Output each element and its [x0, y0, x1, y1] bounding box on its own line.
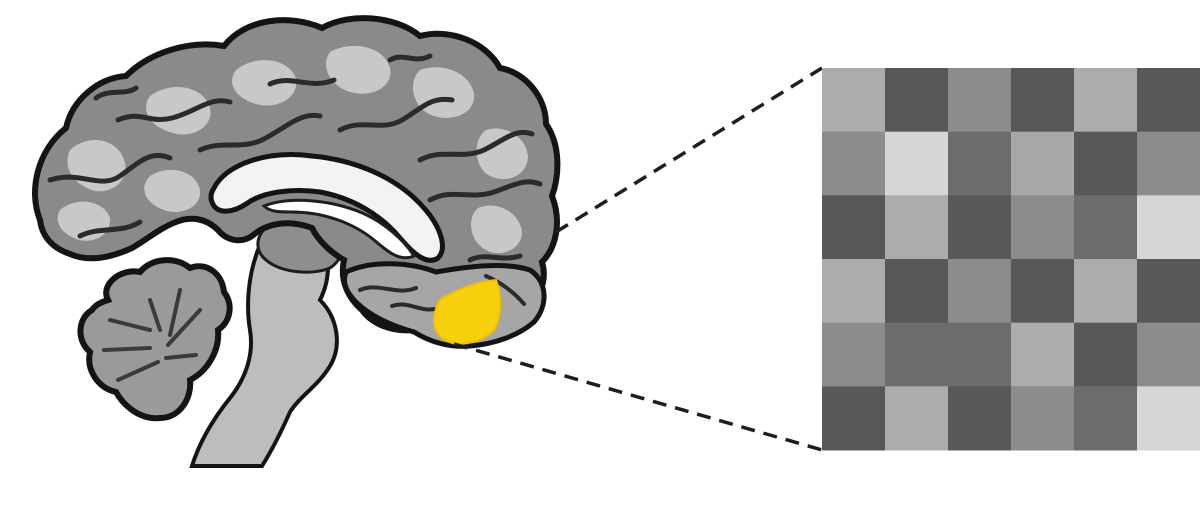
voxel-cell-r4-c2 [948, 322, 1012, 387]
voxel-cell-r2-c2 [948, 195, 1012, 260]
voxel-cell-r4-c3 [1011, 322, 1075, 387]
voxel-cell-r5-c3 [1011, 386, 1075, 451]
voxel-cell-r5-c0 [822, 386, 886, 451]
voxel-matrix-icon [822, 68, 1200, 451]
voxel-cell-r3-c5 [1137, 259, 1200, 324]
voxel-cell-r1-c3 [1011, 131, 1075, 196]
voxel-cell-r3-c4 [1074, 259, 1138, 324]
lateral-ventricle [261, 198, 417, 260]
voxel-cell-r3-c2 [948, 259, 1012, 324]
brain-slice-icon [32, 15, 561, 468]
voxel-cell-r2-c3 [1011, 195, 1075, 260]
cortex-sulci [47, 53, 543, 263]
connector-bottom [453, 342, 823, 452]
voxel-cell-r2-c5 [1137, 195, 1200, 260]
voxel-cell-r2-c1 [885, 195, 949, 260]
cortex-gyri [57, 45, 529, 254]
voxel-cell-r1-c4 [1074, 131, 1138, 196]
voxel-cell-r5-c5 [1137, 386, 1200, 451]
voxel-cell-r5-c2 [948, 386, 1012, 451]
voxel-cell-r4-c4 [1074, 322, 1138, 387]
cerebellum [77, 257, 233, 422]
voxel-cell-r0-c0 [822, 68, 886, 133]
voxel-cell-r1-c5 [1137, 131, 1200, 196]
voxel-cell-r5-c1 [885, 386, 949, 451]
voxel-cell-r4-c1 [885, 322, 949, 387]
voxel-cell-r0-c1 [885, 68, 949, 133]
voxel-cell-r1-c1 [885, 131, 949, 196]
voxel-cell-r0-c2 [948, 68, 1012, 133]
voxel-cell-r2-c4 [1074, 195, 1138, 260]
voxel-cell-r3-c0 [822, 259, 886, 324]
voxel-cell-r0-c4 [1074, 68, 1138, 133]
voxel-cell-r4-c0 [822, 322, 886, 387]
voxel-cell-r3-c3 [1011, 259, 1075, 324]
region-of-interest-icon [432, 278, 502, 346]
zoom-connectors [453, 66, 823, 452]
voxel-cell-r1-c0 [822, 131, 886, 196]
voxel-cell-r2-c0 [822, 195, 886, 260]
connector-top [555, 66, 823, 234]
voxel-cell-r1-c2 [948, 131, 1012, 196]
voxel-cell-r5-c4 [1074, 386, 1138, 451]
voxel-cell-r0-c5 [1137, 68, 1200, 133]
voxel-cell-r4-c5 [1137, 322, 1200, 387]
voxel-cell-r3-c1 [885, 259, 949, 324]
voxel-cell-r0-c3 [1011, 68, 1075, 133]
cerebellum-folia [102, 288, 202, 382]
